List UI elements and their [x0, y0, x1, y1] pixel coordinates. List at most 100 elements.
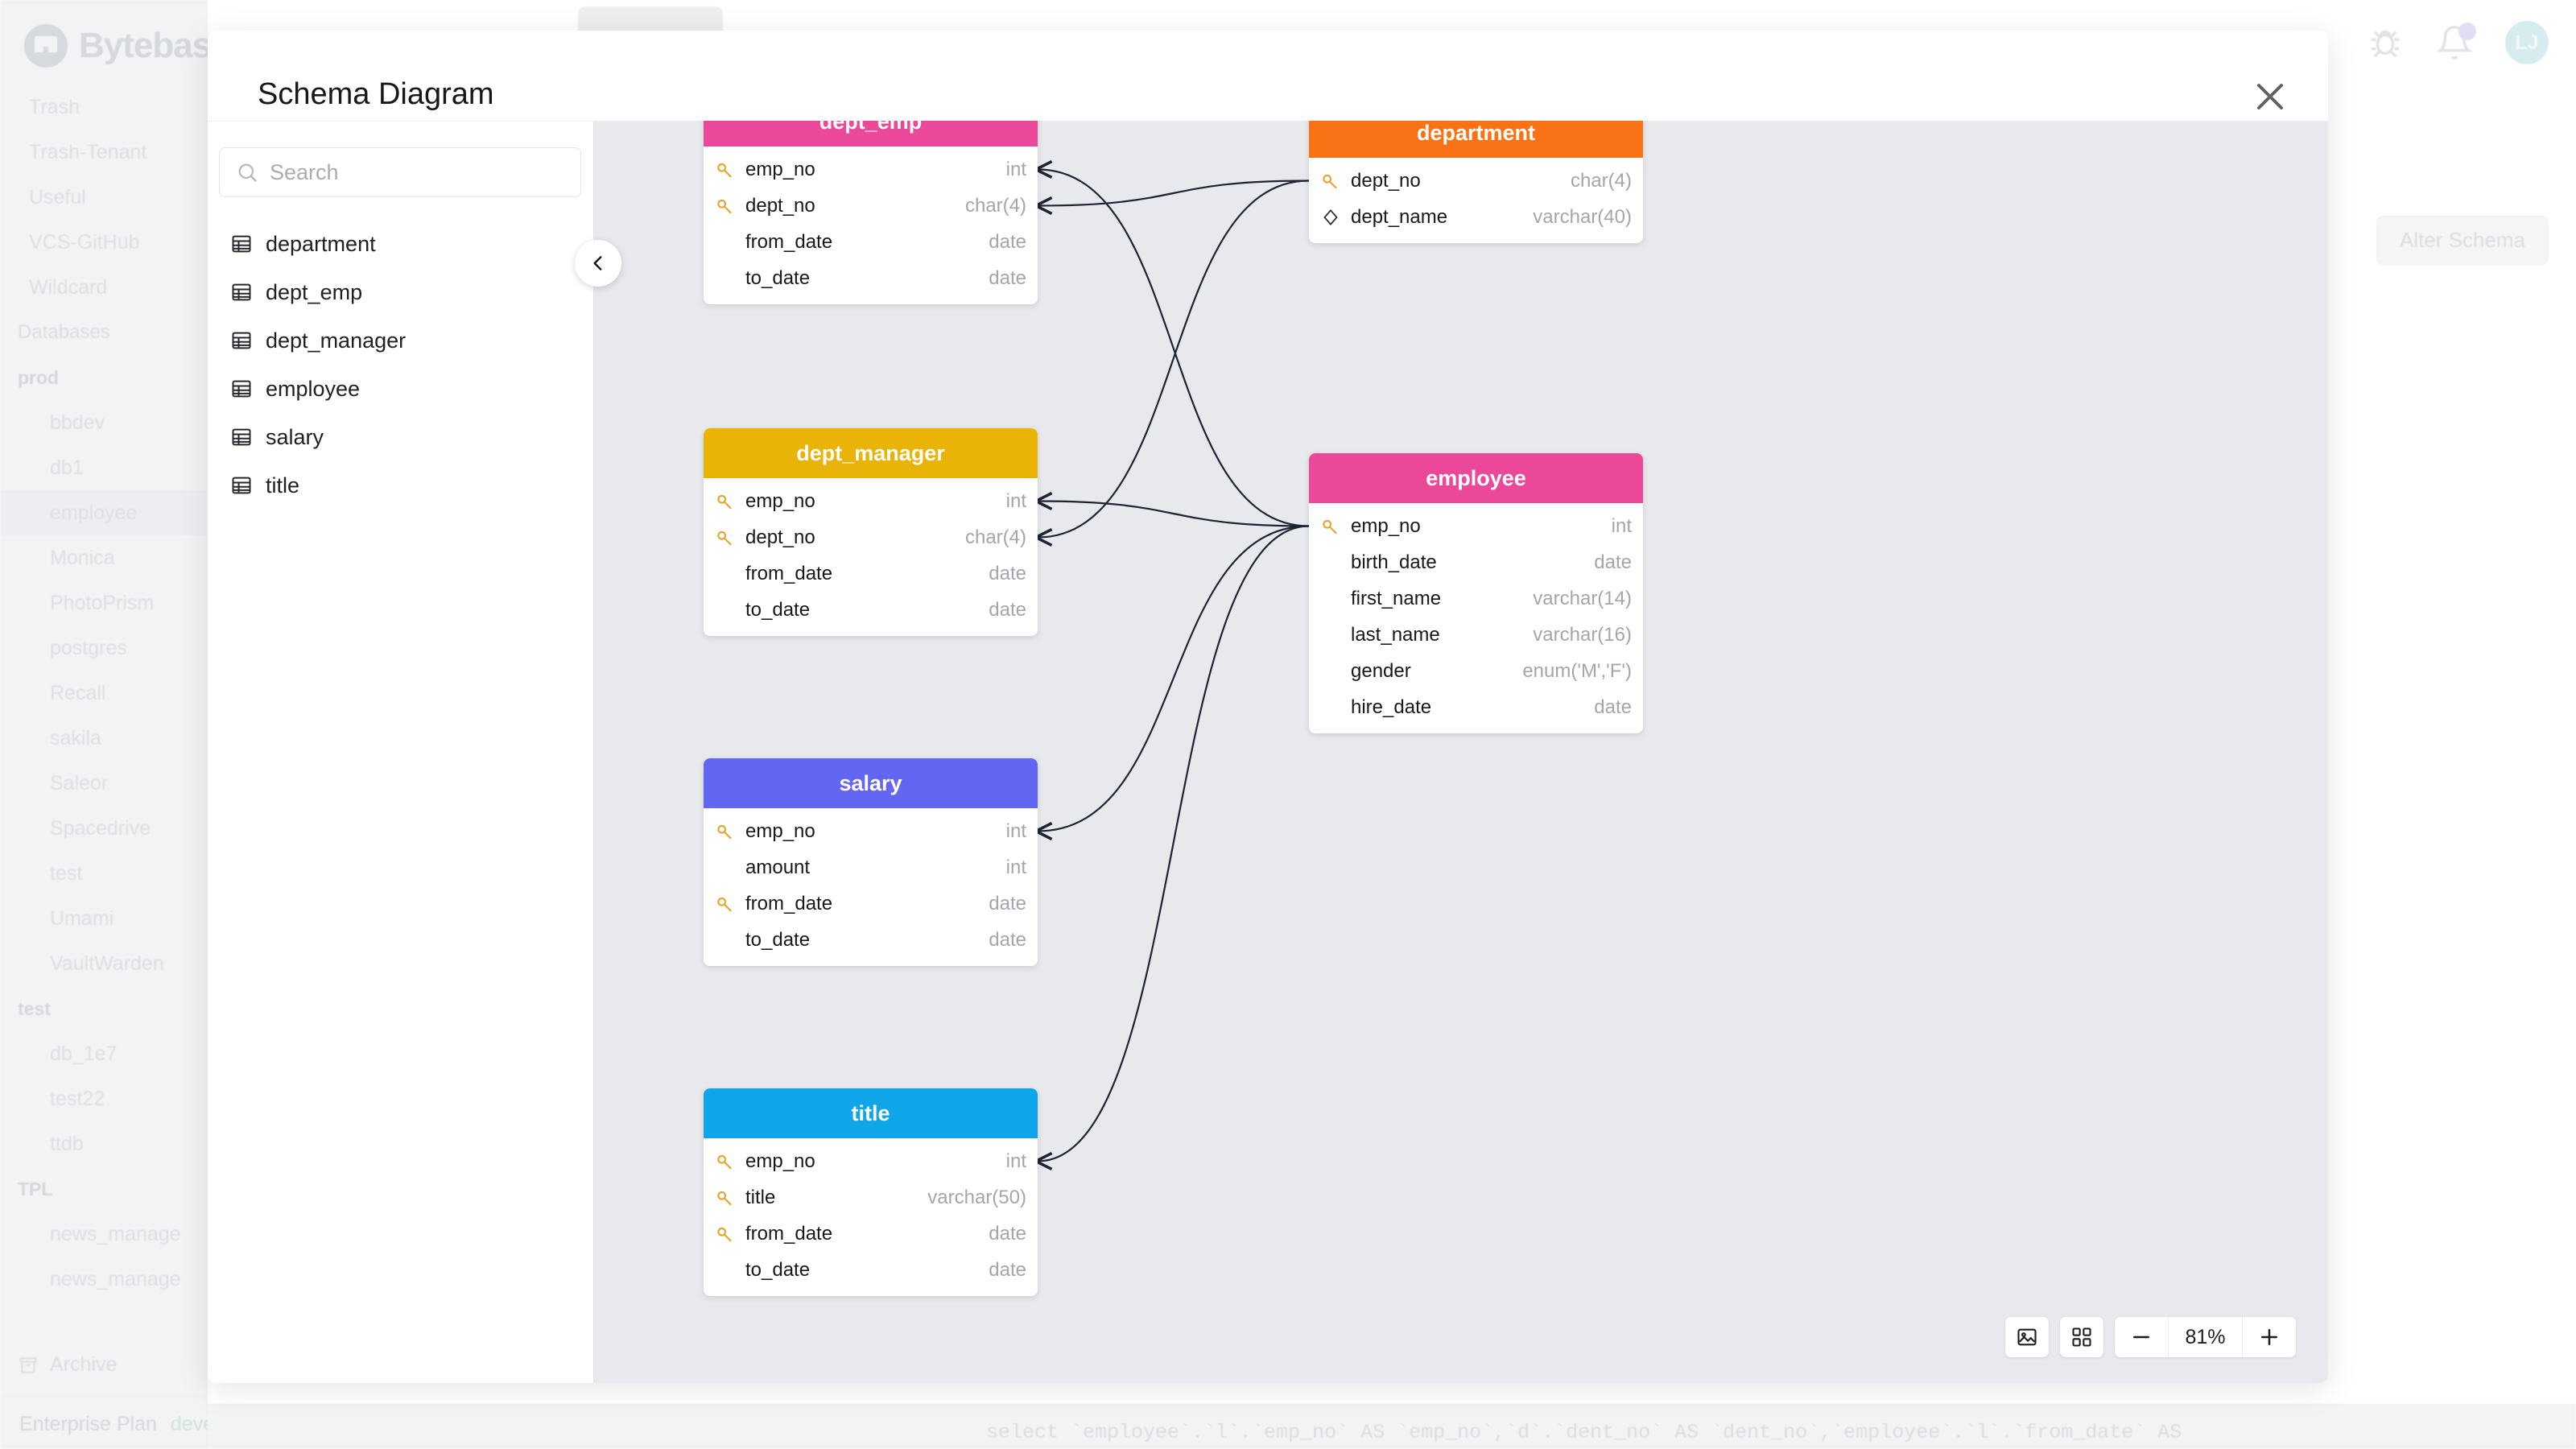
- column-type: date: [989, 892, 1026, 914]
- table-list-item-label: dept_emp: [266, 279, 363, 304]
- sidebar-item-test[interactable]: test: [0, 851, 208, 896]
- zoom-out-button[interactable]: [2115, 1317, 2169, 1357]
- sidebar-item-postgres[interactable]: postgres: [0, 625, 208, 671]
- column-name: to_date: [745, 928, 811, 951]
- table-list-item[interactable]: dept_emp: [208, 268, 594, 316]
- schema-table-title: dept_emp: [819, 121, 923, 134]
- sidebar-item-umami[interactable]: Umami: [0, 896, 208, 941]
- notification-badge: [2458, 23, 2476, 40]
- sidebar-item-useful[interactable]: Useful: [0, 175, 208, 220]
- sidebar-item-label: VaultWarden: [50, 952, 164, 975]
- fit-view-icon[interactable]: [2060, 1317, 2103, 1357]
- column-type: date: [1594, 696, 1632, 718]
- zoom-in-button[interactable]: [2243, 1317, 2296, 1357]
- table-list-item[interactable]: dept_manager: [208, 316, 594, 365]
- avatar[interactable]: LJ: [2505, 21, 2549, 64]
- sidebar-item-news-manage[interactable]: news_manage: [0, 1212, 208, 1257]
- sidebar-item-vaultwarden[interactable]: VaultWarden: [0, 941, 208, 986]
- sidebar-item-tpl[interactable]: TPL: [0, 1166, 208, 1212]
- sidebar-item-db-1e7[interactable]: db_1e7: [0, 1031, 208, 1076]
- sidebar-item-test22[interactable]: test22: [0, 1076, 208, 1121]
- table-list-item[interactable]: title: [208, 461, 594, 510]
- sidebar-item-spacedrive[interactable]: Spacedrive: [0, 806, 208, 851]
- sidebar-item-recall[interactable]: Recall: [0, 671, 208, 716]
- sidebar-item-saleor[interactable]: Saleor: [0, 761, 208, 806]
- sidebar-item-photoprism[interactable]: PhotoPrism: [0, 580, 208, 625]
- sql-preview-text: select `employee`.`l`.`emp_no` AS `emp_n…: [986, 1421, 2182, 1444]
- column-name: to_date: [745, 1258, 811, 1281]
- search-box[interactable]: [219, 147, 581, 197]
- export-image-icon[interactable]: [2005, 1317, 2049, 1357]
- column-name: emp_no: [745, 158, 815, 180]
- column-name: dept_no: [745, 526, 815, 548]
- table-list-item-label: dept_manager: [266, 328, 407, 353]
- sidebar-item-news-manage[interactable]: news_manage: [0, 1257, 208, 1302]
- collapse-panel-button[interactable]: [575, 240, 621, 287]
- table-list-item-label: title: [266, 473, 300, 497]
- column-name: emp_no: [745, 489, 815, 512]
- close-icon[interactable]: [2251, 77, 2289, 116]
- sidebar-item-sakila[interactable]: sakila: [0, 716, 208, 761]
- sidebar-item-monica[interactable]: Monica: [0, 535, 208, 580]
- table-list-item[interactable]: department: [208, 220, 594, 268]
- sidebar-item-test[interactable]: test: [0, 986, 208, 1031]
- sidebar-item-bbdev[interactable]: bbdev: [0, 400, 208, 445]
- relationship-edge: [1038, 525, 1310, 1162]
- column-type: enum('M','F'): [1522, 659, 1632, 682]
- sidebar-item-employee[interactable]: employee: [0, 490, 208, 535]
- sidebar-item-label: Spacedrive: [50, 816, 151, 840]
- sidebar-item-trash-tenant[interactable]: Trash-Tenant: [0, 130, 208, 175]
- sidebar-item-vcs-github[interactable]: VCS-GitHub: [0, 220, 208, 265]
- table-list-item[interactable]: salary: [208, 413, 594, 461]
- column-type: varchar(16): [1533, 623, 1632, 646]
- relationship-edge: [1038, 525, 1310, 832]
- sidebar-item-trash[interactable]: Trash: [0, 85, 208, 130]
- bug-icon[interactable]: [2367, 24, 2404, 61]
- archive-nav-item[interactable]: Archive: [18, 1353, 117, 1377]
- table-list-item-label: salary: [266, 424, 324, 449]
- sidebar-item-db1[interactable]: db1: [0, 445, 208, 490]
- search-input[interactable]: [270, 159, 564, 185]
- schema-diagram-modal: Schema Diagram departmentdept_empdept_ma…: [208, 31, 2328, 1383]
- sidebar-item-prod[interactable]: prod: [0, 355, 208, 400]
- table-list-item[interactable]: employee: [208, 365, 594, 413]
- alter-schema-button[interactable]: Alter Schema: [2376, 216, 2549, 265]
- sidebar-item-ttdb[interactable]: ttdb: [0, 1121, 208, 1166]
- sidebar-item-wildcard[interactable]: Wildcard: [0, 265, 208, 310]
- notification-bell-icon[interactable]: [2436, 23, 2476, 61]
- primary-key-icon: [715, 159, 736, 180]
- app-logo[interactable]: Bytebase: [24, 24, 231, 68]
